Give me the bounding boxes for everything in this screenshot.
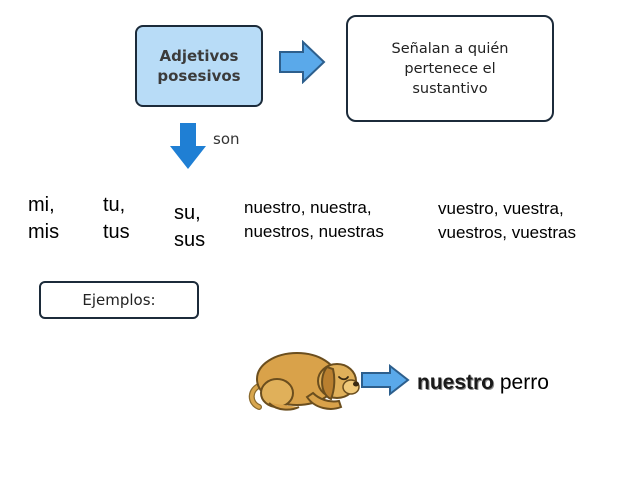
possessive-tu: tu, tus xyxy=(103,194,130,243)
possessive-su: su, sus xyxy=(174,202,206,251)
possessive-nuestro: nuestro, nuestra, nuestros, nuestras xyxy=(244,198,384,241)
concept-box: Adjetivos posesivos xyxy=(135,25,263,107)
possessive-mi: mi, mis xyxy=(28,194,60,243)
example-highlight: nuestro xyxy=(417,371,495,394)
definition-box: Señalan a quién pertenece el sustantivo xyxy=(346,15,554,122)
examples-box-label: Ejemplos: xyxy=(82,291,156,309)
example-arrow-icon xyxy=(361,364,410,396)
concept-box-label: Adjetivos posesivos xyxy=(157,47,241,85)
down-arrow-icon xyxy=(170,123,206,169)
right-arrow-icon xyxy=(279,40,326,84)
sleeping-dog-icon xyxy=(248,352,360,411)
possessive-vuestro: vuestro, vuestra, vuestros, vuestras xyxy=(438,199,576,242)
definition-box-label: Señalan a quién pertenece el sustantivo xyxy=(391,40,509,97)
example-rest: perro xyxy=(494,371,549,394)
examples-box: Ejemplos: xyxy=(39,281,199,319)
example-phrase: nuestro perro xyxy=(417,371,549,395)
connector-label: son xyxy=(213,130,240,148)
